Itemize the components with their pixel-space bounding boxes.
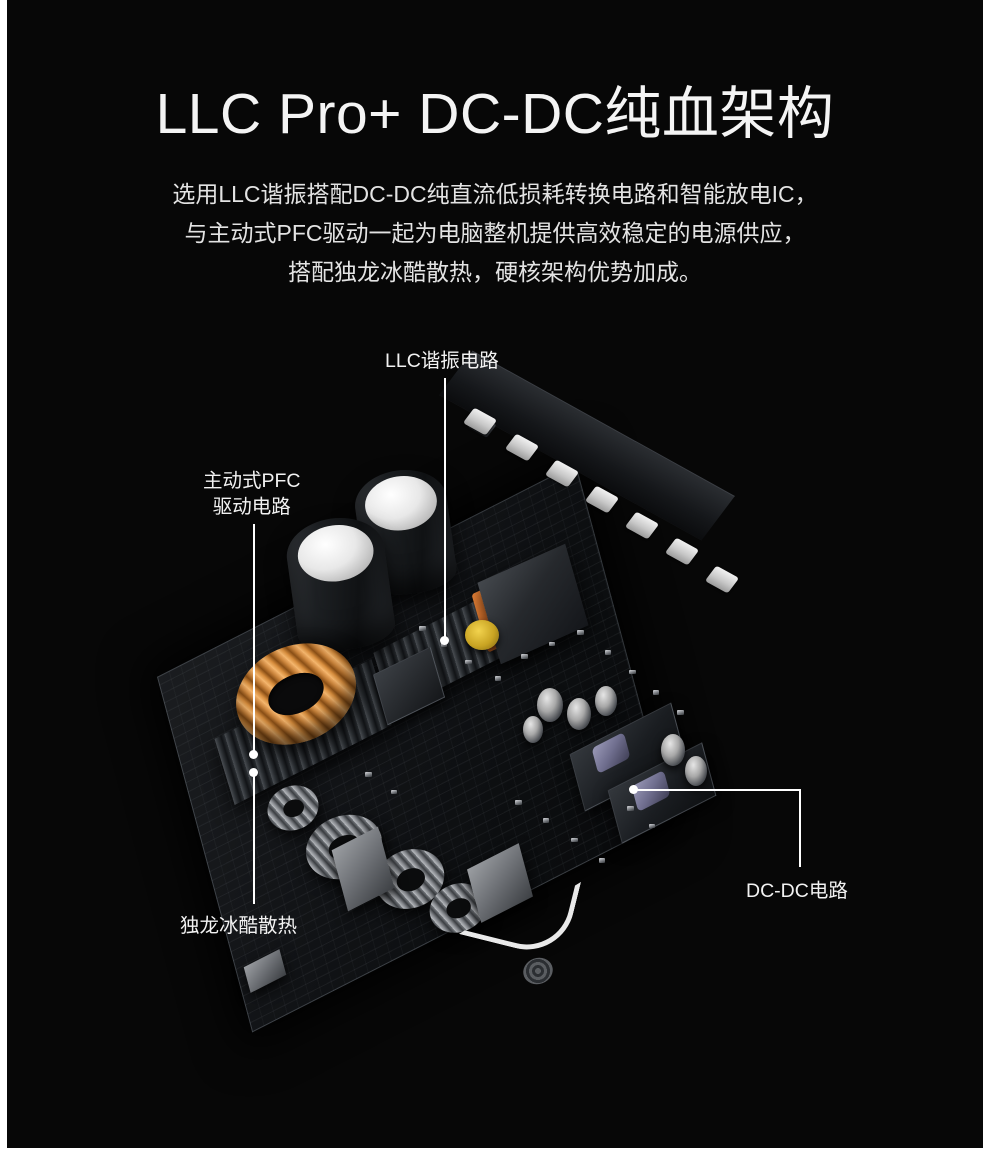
- leader-dot-llc: [440, 636, 449, 645]
- annotation-dc-dc-line-1: DC-DC电路: [746, 880, 848, 902]
- annotation-cooling-line-1: 独龙冰酷散热: [180, 915, 298, 937]
- smd-component: [465, 660, 472, 664]
- smd-component: [543, 818, 549, 823]
- annotation-llc-resonant: LLC谐振电路: [385, 348, 499, 374]
- page-title: LLC Pro+ DC-DC纯血架构: [155, 82, 835, 146]
- electrolytic-capacitor: [537, 688, 563, 722]
- smd-component: [605, 650, 611, 655]
- smd-component: [521, 654, 528, 659]
- smd-component: [571, 838, 578, 842]
- electrolytic-capacitor: [523, 716, 543, 743]
- leader-line-pfc: [253, 524, 255, 754]
- leader-line-dcdc-vertical: [799, 789, 801, 867]
- leader-line-dcdc-horizontal: [635, 789, 801, 791]
- leader-dot-dcdc: [629, 785, 638, 794]
- annotation-llc-resonant-line-1: LLC谐振电路: [385, 350, 499, 372]
- subtitle-line-2: 与主动式PFC驱动一起为电脑整机提供高效稳定的电源供应，: [184, 220, 806, 246]
- annotation-active-pfc-line-1: 主动式PFC: [203, 470, 301, 492]
- smd-component: [677, 710, 684, 715]
- subtitle-line-1: 选用LLC谐振搭配DC-DC纯直流低损耗转换电路和智能放电IC，: [172, 181, 818, 207]
- annotation-active-pfc-line-2: 驱动电路: [212, 496, 291, 518]
- power-supply-pcb-image: [119, 350, 759, 1048]
- smd-component: [391, 790, 397, 794]
- connector-header: [704, 565, 740, 594]
- yellow-capacitor: [465, 620, 499, 650]
- connector-header: [624, 511, 660, 540]
- annotation-dc-dc: DC-DC电路: [746, 878, 848, 904]
- smd-component: [627, 806, 634, 811]
- leader-line-cooling: [253, 772, 255, 904]
- smd-component: [653, 690, 659, 695]
- electrolytic-capacitor: [661, 734, 685, 766]
- electrolytic-capacitor: [685, 756, 707, 786]
- electrolytic-capacitor: [595, 686, 617, 716]
- annotation-cooling: 独龙冰酷散热: [180, 913, 297, 939]
- leader-line-llc: [444, 378, 446, 640]
- connector-header: [664, 537, 700, 566]
- smd-component: [419, 626, 426, 631]
- annotation-active-pfc: 主动式PFC 驱动电路: [203, 468, 301, 520]
- electrolytic-capacitor: [567, 698, 591, 730]
- ground-pad: [519, 953, 557, 989]
- smd-component: [649, 824, 655, 828]
- smd-component: [515, 800, 522, 805]
- smd-component: [599, 858, 605, 863]
- dark-canvas: LLC Pro+ DC-DC纯血架构 选用LLC谐振搭配DC-DC纯直流低损耗转…: [7, 0, 983, 1148]
- smd-component: [495, 676, 501, 681]
- subtitle-line-3: 搭配独龙冰酷散热，硬核架构优势加成。: [288, 259, 702, 285]
- smd-component: [577, 630, 584, 635]
- leader-dot-pfc: [249, 750, 258, 759]
- page-subtitle: 选用LLC谐振搭配DC-DC纯直流低损耗转换电路和智能放电IC， 与主动式PFC…: [7, 175, 983, 292]
- smd-component: [549, 642, 555, 646]
- leader-dot-cooling: [249, 768, 258, 777]
- smd-component: [629, 670, 636, 674]
- smd-component: [365, 772, 372, 777]
